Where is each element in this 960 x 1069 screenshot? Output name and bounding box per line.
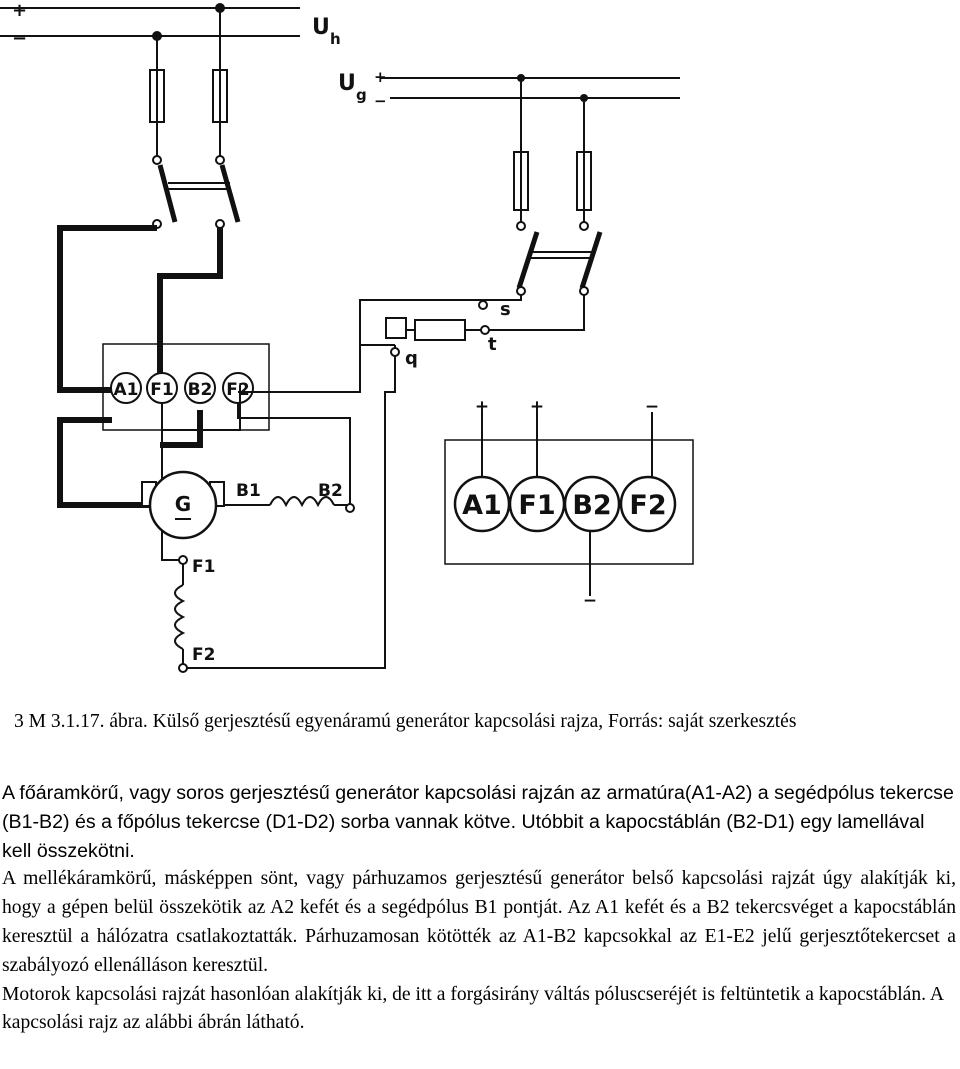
excitation-switch [516,231,603,296]
right-bottom-sign: − [583,591,597,611]
rheostat-s-label: s [500,299,511,320]
uh-label-sub: h [330,30,341,48]
rheostat-q-label: q [405,348,418,369]
field-f1-label: F1 [192,557,215,577]
left-terminal-a1: A1 [114,380,139,400]
body-text: A főáramkörű, vagy soros gerjesztésű gen… [2,779,956,1038]
excitation-wiring [161,295,585,669]
right-top-sign-1: + [475,397,489,417]
uh-label: U [312,15,330,40]
paragraph-series: A főáramkörű, vagy soros gerjesztésű gen… [2,782,954,862]
left-terminal-f1: F1 [150,380,173,400]
ug-label-sub: g [356,86,367,104]
excitation-fuses [513,78,592,231]
interpole-b2-label: B2 [318,481,343,501]
right-terminal-f2: F2 [629,490,666,521]
right-terminal-board: + + − − A1 F1 B2 F2 [444,397,694,611]
left-terminal-f2: F2 [226,380,249,400]
left-terminal-board: A1 F1 B2 F2 [102,343,270,431]
right-terminal-b2: B2 [572,490,611,521]
supply-rails-g: U g + − [338,68,680,110]
uh-minus-sign: − [12,28,27,49]
ug-plus-sign: + [374,68,387,86]
main-fuses [149,3,228,165]
right-top-sign-2: + [530,397,544,417]
interpole-b1-label: B1 [236,481,261,501]
figure-caption: 3 M 3.1.17. ábra. Külső gerjesztésű egye… [14,711,797,732]
left-terminal-b2: B2 [188,380,213,400]
generator-label: G [175,492,191,516]
paragraph-motor: Motorok kapcsolási rajzát hasonlóan alak… [2,983,943,1034]
main-conductors [57,225,223,508]
circuit-diagram: + − U h U g + − [0,0,694,673]
supply-rails-h: + − U h [0,0,341,49]
right-terminal-a1: A1 [462,490,502,521]
uh-plus-sign: + [12,0,27,21]
field-rheostat: s t q [385,299,511,369]
generator: G [141,470,270,565]
rheostat-t-label: t [488,334,497,355]
field-f2-label: F2 [192,645,215,665]
ug-minus-sign: − [374,92,387,110]
main-switch [152,164,241,229]
paragraph-shunt: A mellékáramkörű, másképpen sönt, vagy p… [2,868,956,976]
interpole-coil: B1 B2 [236,481,355,513]
right-terminal-f1: F1 [518,490,555,521]
field-coil: F1 F2 [174,557,215,673]
right-top-sign-3: − [645,397,659,417]
ug-label: U [338,71,356,96]
